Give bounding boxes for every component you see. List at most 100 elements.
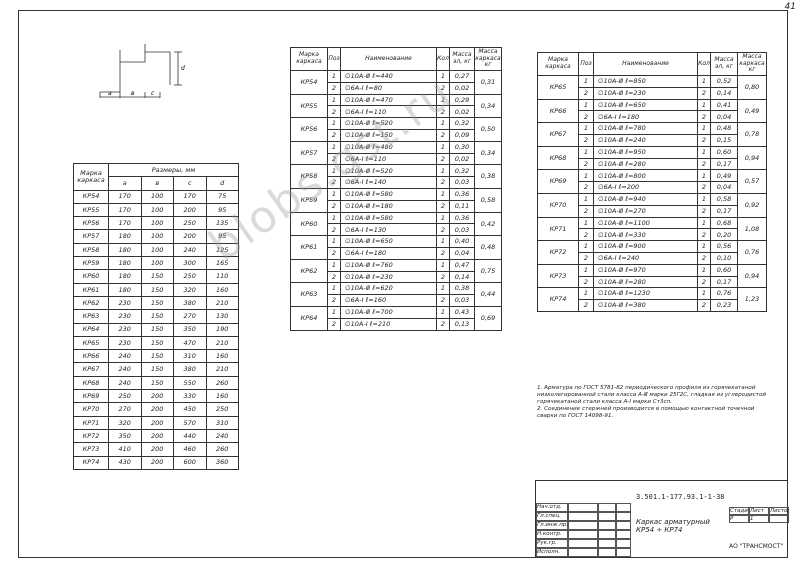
- dimension-value: 310: [205, 415, 239, 430]
- notes: 1. Арматура по ГОСТ 5781-82 периодическо…: [537, 385, 767, 420]
- quantity: 2: [436, 152, 450, 166]
- frame-brand: КР55: [290, 93, 328, 119]
- element-mass: 0,48: [710, 122, 738, 135]
- element-mass: 0,17: [710, 204, 738, 218]
- frame-brand: КР67: [73, 362, 109, 377]
- quantity: 1: [436, 282, 450, 296]
- signature-role: Исполн.: [536, 548, 568, 557]
- position: 1: [578, 75, 594, 88]
- position: 1: [327, 305, 341, 319]
- spec-pos-header: Поз: [327, 47, 341, 71]
- position: 1: [327, 70, 341, 83]
- signature-name: [568, 503, 598, 512]
- dimension-value: 200: [140, 428, 174, 444]
- position: 1: [327, 282, 341, 296]
- frame-diagram: a в с d: [99, 44, 185, 98]
- element-mass: 0,76: [710, 287, 738, 301]
- element-mass: 0,56: [710, 240, 738, 253]
- dimension-value: 190: [205, 322, 239, 337]
- element-mass: 0,03: [449, 176, 475, 189]
- position: 2: [327, 105, 341, 119]
- title-line-2: КР54 ÷ КР74: [636, 526, 683, 535]
- signature: [598, 512, 616, 521]
- quantity: 2: [697, 110, 711, 124]
- element-mass: 0,15: [710, 133, 738, 147]
- element-mass: 0,17: [710, 157, 738, 171]
- item-name: ∅10А-Ⅲ ℓ=1100: [593, 216, 698, 230]
- document-title: Каркас арматурный КР54 ÷ КР74: [636, 518, 710, 535]
- element-mass: 0,38: [449, 282, 475, 296]
- dimension-value: 170: [108, 216, 142, 231]
- frame-brand: КР72: [537, 240, 579, 265]
- dimension-value: 135: [205, 216, 239, 231]
- dimension-value: 200: [173, 202, 207, 218]
- frame-mass: 0,42: [474, 211, 502, 237]
- spec-mass-frame-header: Масса каркаса кг: [474, 47, 502, 71]
- quantity: 1: [436, 93, 450, 107]
- frame-brand: КР70: [73, 402, 109, 417]
- frame-mass: 0,49: [737, 98, 767, 124]
- element-mass: 0,11: [449, 199, 475, 213]
- element-mass: 0,43: [449, 305, 475, 319]
- dimension-value: 240: [205, 428, 239, 444]
- element-mass: 0,60: [710, 263, 738, 277]
- dimension-value: 100: [140, 242, 174, 258]
- dimension-value: 250: [205, 402, 239, 417]
- signature-name: [568, 521, 598, 530]
- spec-mass-el-header: Масса эл, кг: [449, 47, 475, 71]
- dimension-value: 200: [140, 442, 174, 457]
- frame-brand: КР71: [537, 216, 579, 242]
- quantity: 2: [436, 176, 450, 189]
- dimension-value: 150: [140, 269, 174, 284]
- position: 1: [327, 235, 341, 248]
- diagram-label-b: в: [131, 90, 135, 97]
- signature-role: Н.контр.: [536, 530, 568, 539]
- quantity: 2: [697, 86, 711, 100]
- frame-brand: КР67: [537, 122, 579, 147]
- item-name: ∅10А-Ⅲ ℓ=650: [340, 235, 437, 248]
- dims-brand-header: Марка каркаса: [73, 163, 109, 191]
- element-mass: 0,52: [710, 75, 738, 88]
- item-name: ∅10А-Ⅲ ℓ=440: [340, 70, 437, 83]
- dimension-value: 100: [140, 189, 174, 204]
- frame-brand: КР68: [73, 375, 109, 391]
- frame-mass: 0,75: [474, 258, 502, 284]
- item-name: ∅6А-Ⅰ ℓ=160: [340, 294, 437, 307]
- dimension-value: 450: [173, 402, 207, 417]
- frame-mass: 0,44: [474, 282, 502, 307]
- quantity: 2: [697, 157, 711, 171]
- position: 2: [578, 228, 594, 242]
- quantity: 1: [697, 169, 711, 183]
- dimension-value: 230: [108, 309, 142, 324]
- quantity: 2: [697, 133, 711, 147]
- dimension-value: 100: [140, 229, 174, 244]
- dimension-value: 310: [173, 349, 207, 364]
- dimension-value: 75: [205, 189, 239, 204]
- item-name: ∅10А-Ⅲ ℓ=470: [340, 93, 437, 107]
- item-name: ∅10А-Ⅲ ℓ=330: [593, 228, 698, 242]
- quantity: 1: [436, 164, 450, 178]
- element-mass: 0,14: [449, 270, 475, 284]
- dims-col-header: d: [205, 176, 239, 191]
- frame-mass: 0,94: [737, 145, 767, 171]
- item-name: ∅10А-Ⅲ ℓ=240: [593, 133, 698, 147]
- stage-value: Р: [729, 515, 749, 523]
- item-name: ∅10А-Ⅲ ℓ=620: [340, 282, 437, 296]
- dimension-value: 240: [108, 349, 142, 364]
- quantity: 1: [697, 263, 711, 277]
- dims-col-header: в: [140, 176, 174, 191]
- item-name: ∅6А-Ⅰ ℓ=240: [593, 251, 698, 265]
- element-mass: 0,60: [710, 145, 738, 159]
- spec-qty-header: Кол: [697, 52, 711, 76]
- dimension-value: 180: [108, 269, 142, 284]
